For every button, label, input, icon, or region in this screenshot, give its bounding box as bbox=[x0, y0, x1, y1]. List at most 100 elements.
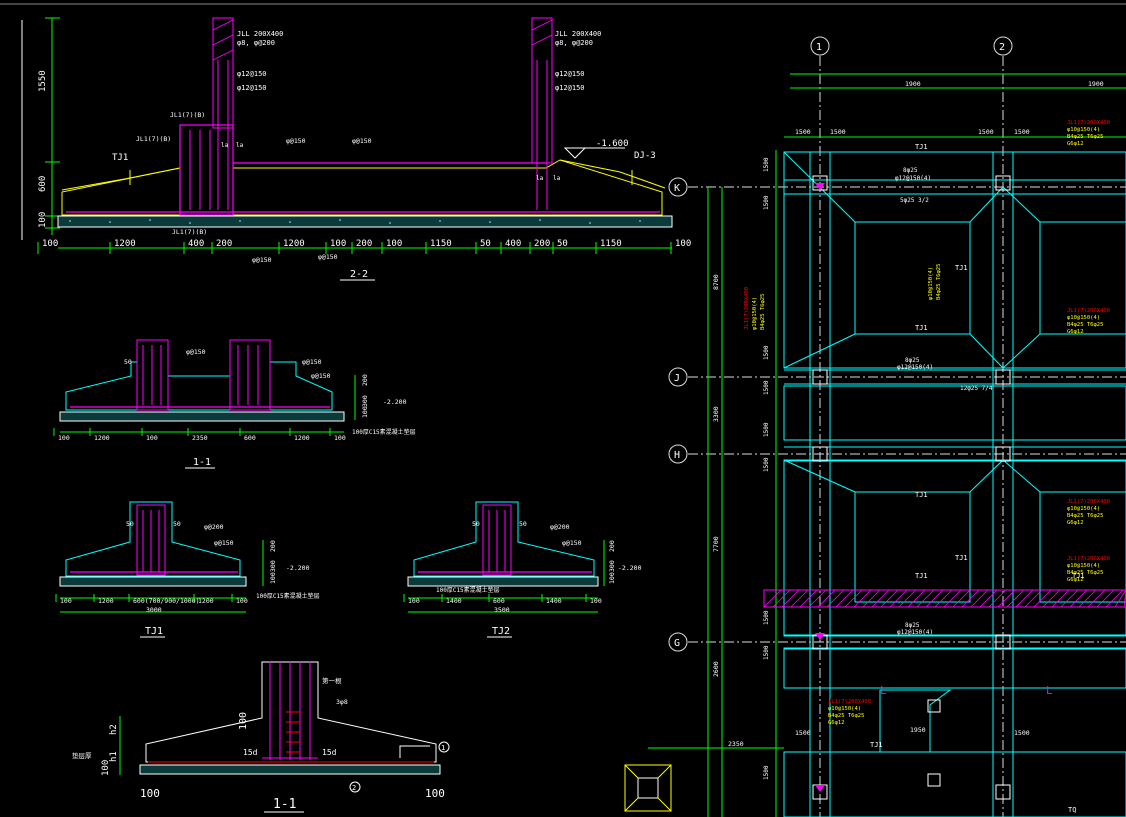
s22-beam-bar-a: φ@150 bbox=[286, 137, 306, 145]
s22-bottom-dim-12: 50 bbox=[557, 239, 568, 249]
hatch-line bbox=[907, 589, 926, 608]
tj1-side-dim-300: 300 bbox=[269, 560, 277, 572]
plan-marker bbox=[815, 785, 825, 792]
s11b-marker-1: 1 bbox=[441, 744, 445, 752]
plan-pile-cap-line bbox=[624, 764, 639, 779]
plan-yellow-note-4b: B4φ25 T6φ25 bbox=[1067, 570, 1103, 576]
plan-sub-dim-1: 1500 bbox=[795, 128, 811, 136]
s22-bottom-dim-14: 100 bbox=[675, 239, 691, 249]
plan-yellow-note-3b: B4φ25 T6φ25 bbox=[1067, 513, 1103, 519]
tj2-fifty-b: 50 bbox=[519, 520, 527, 528]
s11-bar-b: φ@150 bbox=[302, 358, 322, 366]
s22-left-dim-100: 100 bbox=[38, 212, 48, 228]
s22-beam-bottom-bar-b: φ@150 bbox=[318, 253, 338, 261]
plan-red-note-1: JL1(7)200X400 bbox=[1067, 120, 1110, 126]
hatch-line bbox=[1051, 589, 1070, 608]
plan-pile-cap-line bbox=[657, 797, 672, 812]
s22-beam-jl bbox=[179, 124, 234, 216]
hatch-line bbox=[898, 589, 917, 608]
s11b-leader bbox=[399, 745, 430, 758]
tj2-side-dim-100: 100 bbox=[608, 572, 616, 584]
s22-jl-label: JL1(7)(B) bbox=[170, 111, 205, 119]
s11b-column-rebars bbox=[262, 662, 318, 760]
s22-gravel-pad bbox=[57, 215, 673, 228]
s22-bottom-dim-4: 1200 bbox=[283, 239, 305, 249]
tj2-bottom-dim-2: 600 bbox=[493, 597, 505, 605]
s22-title: 2-2 bbox=[350, 269, 368, 280]
hatch-line bbox=[763, 589, 782, 608]
s11-side-dim-200: 200 bbox=[361, 374, 369, 386]
plan-sub-dim-4: 1500 bbox=[1014, 128, 1030, 136]
hatch-line bbox=[1024, 589, 1043, 608]
s22-bottom-dim-7: 100 bbox=[386, 239, 402, 249]
hatch-line bbox=[1015, 589, 1034, 608]
tj1-fifty-a: 50 bbox=[126, 520, 134, 528]
s11b-100: 100 bbox=[101, 760, 111, 776]
plan-beam-note-c: 5φ25 3/2 bbox=[900, 197, 929, 204]
s11-bottom-dim-3: 2350 bbox=[192, 434, 208, 442]
s11b-left-note: 垫层厚 bbox=[72, 751, 92, 760]
plan-pile-cap-line bbox=[657, 764, 672, 779]
tj1-note: 100厚C15素混凝土垫层 bbox=[256, 592, 320, 600]
s22-jl-label-2: JL1(7)(B) bbox=[136, 135, 171, 143]
plan-axis-label-g: G bbox=[674, 638, 680, 649]
plan-inner-dim-2: 1500 bbox=[763, 345, 770, 360]
s11b-h2: h2 bbox=[109, 724, 119, 735]
plan-yellow-note-3a: φ10@150(4) bbox=[1067, 506, 1100, 512]
plan-axis-label-k: K bbox=[674, 183, 680, 194]
s11b-fifteen-a: 15d bbox=[243, 748, 258, 757]
plan-tj-label-6: TJ1 bbox=[915, 572, 928, 580]
plan-inner-dim-3: 1500 bbox=[763, 380, 770, 395]
tj1-total: 3000 bbox=[146, 606, 162, 614]
plan-tj-label-5: TJ1 bbox=[955, 554, 968, 562]
s22-bottom-dim-0: 100 bbox=[42, 239, 58, 249]
hatch-line bbox=[871, 589, 890, 608]
plan-axis-label-j: J bbox=[674, 373, 680, 384]
plan-bottom-label-2: 1500 bbox=[1014, 729, 1030, 737]
hatch-line bbox=[952, 589, 971, 608]
plan-yellow-note-2a: φ10@150(4) bbox=[1067, 315, 1100, 321]
s22-bottom-dim-10: 400 bbox=[505, 239, 521, 249]
plan-bottom-label-1: 1500 bbox=[795, 729, 811, 737]
plan-yellow-note-5b: B4φ25 T6φ25 bbox=[828, 713, 864, 719]
plan-left-dim-a: 8700 bbox=[712, 274, 720, 290]
tj1-bottom-dim-4: 100 bbox=[236, 597, 248, 605]
tj1-side-dim-200: 200 bbox=[269, 540, 277, 552]
s22-bar-right-a: φ12@150 bbox=[555, 70, 585, 78]
s22-bar-left-b: φ12@150 bbox=[237, 84, 267, 92]
hatch-line bbox=[844, 589, 863, 608]
plan-inner-dim-4: 1500 bbox=[763, 422, 770, 437]
tj1-fifty-b: 50 bbox=[173, 520, 181, 528]
s11-bar-c: φ@150 bbox=[311, 372, 331, 380]
plan-pile-cap-column bbox=[637, 777, 659, 799]
hatch-line bbox=[1060, 589, 1079, 608]
tj2-footing-outline bbox=[413, 501, 595, 577]
tj1-column bbox=[136, 504, 166, 576]
s11b-title: 1-1 bbox=[273, 797, 296, 812]
plan-l-mark-2: L bbox=[1046, 684, 1053, 697]
tj2-total: 3500 bbox=[494, 606, 510, 614]
s11b-bottom-left: 100 bbox=[140, 787, 160, 800]
s22-bottom-dim-11: 200 bbox=[534, 239, 550, 249]
plan-beam-note-b: φ12@150(4) bbox=[895, 175, 931, 182]
hatch-line bbox=[826, 589, 845, 608]
plan-left-dim-c: 7700 bbox=[712, 536, 720, 552]
s22-tj-left: TJ1 bbox=[112, 153, 128, 163]
plan-beams bbox=[784, 152, 1126, 817]
s11b-dim-100: 100 bbox=[238, 712, 249, 730]
s11b-top-note-b: 3φ8 bbox=[336, 698, 348, 706]
plan-inner-dim-1: 1500 bbox=[763, 195, 770, 210]
hatch-line bbox=[934, 589, 953, 608]
hatch-line bbox=[1033, 589, 1052, 608]
hatch-line bbox=[772, 589, 791, 608]
tj1-elevation: -2.200 bbox=[286, 564, 310, 572]
plan-red-note-2: JL1(7)200X400 bbox=[1067, 308, 1110, 314]
hatch-line bbox=[943, 589, 962, 608]
plan-beam-note-d: 12φ25 7/4 bbox=[960, 385, 993, 392]
plan-yellow-note-2c: G6φ12 bbox=[1067, 329, 1084, 335]
